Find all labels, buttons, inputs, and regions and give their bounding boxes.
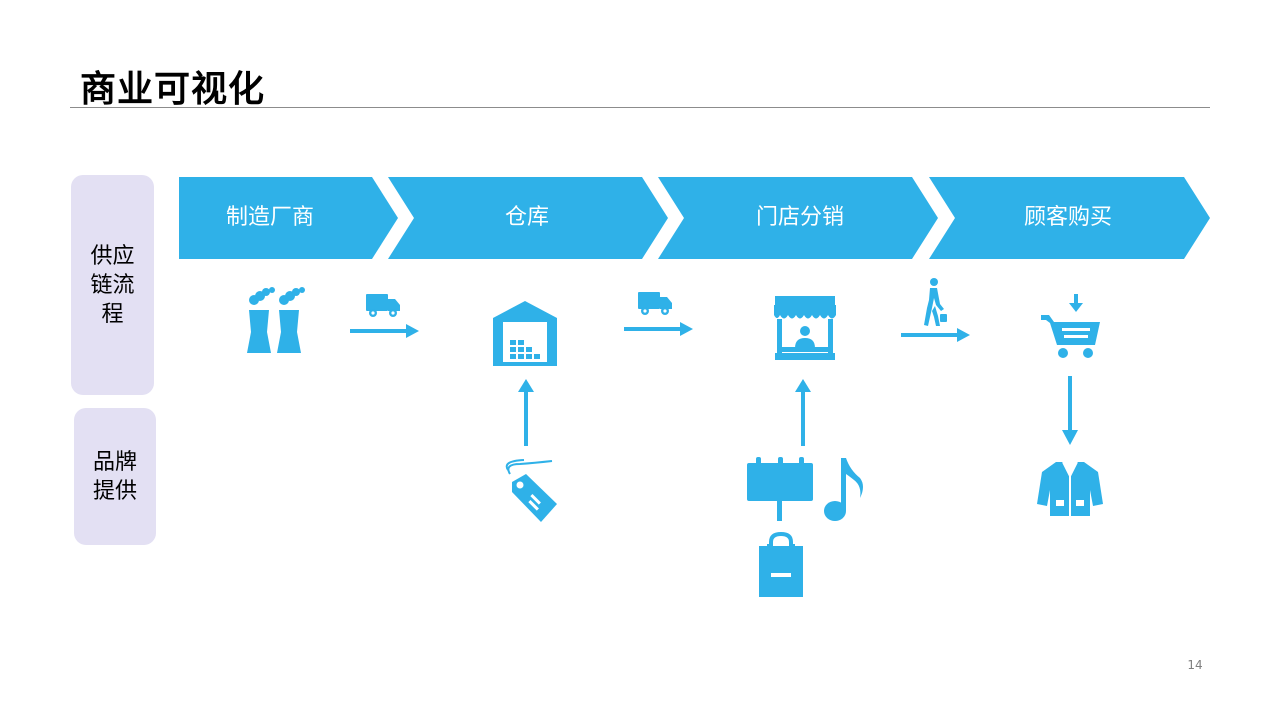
storefront-icon — [774, 296, 836, 360]
stage-label-manufacturer: 制造厂商 — [225, 205, 314, 230]
chevron-warehouse — [388, 177, 668, 259]
chevron-manufacturer — [179, 177, 398, 259]
delivery-truck-icon — [366, 294, 400, 317]
warehouse-icon — [493, 301, 557, 366]
shopping-cart-icon — [1041, 294, 1100, 358]
music-note-icon — [824, 458, 863, 521]
jacket-icon — [1037, 461, 1103, 516]
delivery-truck-icon — [638, 292, 672, 315]
flow-arrow-up — [518, 379, 534, 446]
price-tag-icon — [505, 459, 557, 522]
stage-label-customer: 顾客购买 — [1023, 205, 1112, 230]
title-divider — [70, 107, 1210, 108]
walking-shopper-icon — [924, 278, 947, 326]
flow-arrow-up — [795, 379, 811, 446]
brand-label: 品牌提供 — [92, 449, 137, 504]
flow-arrow-right — [901, 328, 970, 342]
flow-arrow-down — [1062, 376, 1078, 445]
page-number: 14 — [1187, 658, 1203, 672]
supply-chain-label-box: 供应链流程 — [71, 175, 154, 395]
shopping-bag-icon — [759, 532, 803, 597]
billboard-icon — [747, 457, 813, 521]
supply-chain-label: 供应链流程 — [90, 243, 135, 327]
brand-label-box: 品牌提供 — [74, 408, 156, 545]
stage-label-warehouse: 仓库 — [504, 205, 549, 230]
factory-icon — [247, 287, 305, 353]
chevron-store — [658, 177, 938, 259]
stage-label-store: 门店分销 — [755, 205, 844, 230]
flow-arrow-right — [624, 322, 693, 336]
page-title: 商业可视化 — [80, 69, 266, 110]
chevron-customer — [929, 177, 1210, 259]
flow-arrow-right — [350, 324, 419, 338]
